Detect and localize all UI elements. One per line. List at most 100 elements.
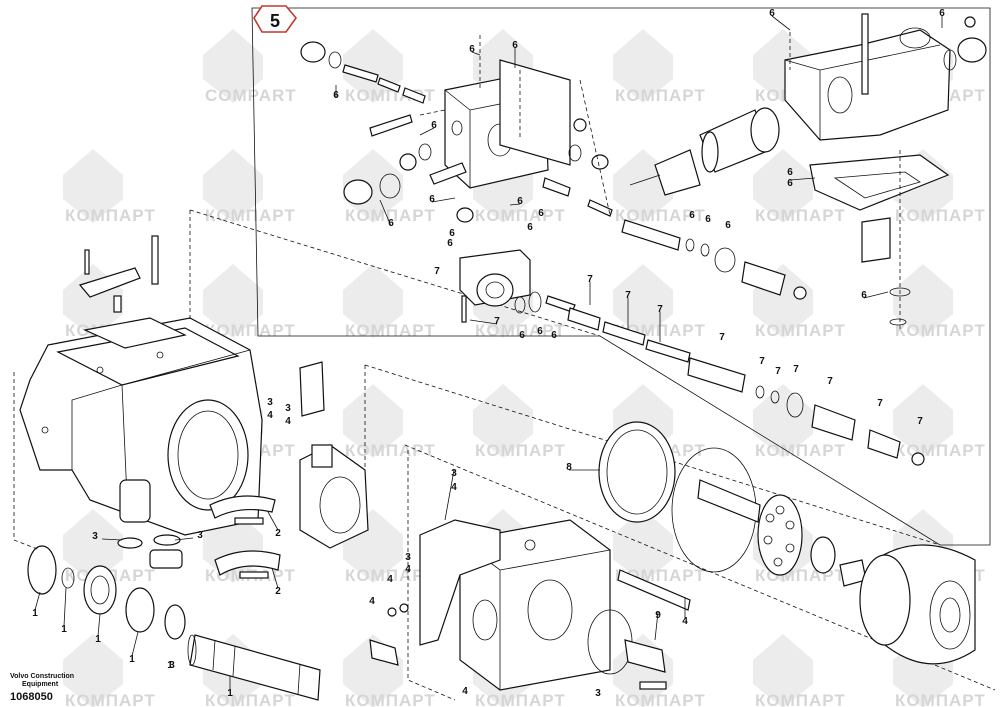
callout-number: 4	[285, 416, 291, 427]
gasket-plate	[299, 361, 325, 417]
callout-number: 3	[451, 468, 457, 479]
callout-number: 4	[267, 410, 273, 421]
watermark-text: КОМПАРТ	[205, 321, 296, 340]
watermark-logo	[753, 634, 813, 707]
callout-number: 6	[537, 326, 543, 337]
callout-number: 6	[861, 290, 867, 301]
callout-number: 3	[267, 397, 273, 408]
port-block	[459, 519, 611, 691]
watermark-text: КОМПАРТ	[615, 691, 706, 707]
pin	[113, 295, 122, 313]
callout-number: 7	[793, 364, 799, 375]
callout-number: 4	[405, 564, 411, 575]
ring-8	[598, 421, 676, 523]
callout-number: 4	[387, 574, 393, 585]
callout-number: 6	[939, 8, 945, 19]
leader-line	[509, 203, 521, 206]
watermark-text: КОМПАРТ	[475, 206, 566, 225]
bearing-shell-lower	[214, 550, 281, 576]
callout-leaders	[34, 15, 943, 690]
watermark-text: КОМПАРТ	[755, 441, 846, 460]
watermark-logo	[203, 29, 263, 103]
ball-guide	[810, 536, 836, 574]
watermark-logo	[63, 634, 123, 707]
watermark-logo	[893, 264, 953, 338]
leader-line	[863, 291, 889, 299]
callout-number: 7	[917, 416, 923, 427]
guide-line	[189, 209, 601, 337]
watermark-text: КОМПАРТ	[755, 321, 846, 340]
callout-number: 6	[538, 208, 544, 219]
cylinder-block	[859, 544, 976, 665]
watermark-text: КОМПАРТ	[345, 691, 436, 707]
callout-number: 6	[333, 90, 339, 101]
callout-number: 3	[595, 688, 601, 699]
callout-number: 4	[462, 686, 468, 697]
watermark-text: КОМПАРТ	[345, 206, 436, 225]
leader-line	[771, 15, 791, 31]
callout-number: 1	[95, 634, 101, 645]
leader-line	[271, 567, 279, 589]
callout-number: 6	[725, 220, 731, 231]
callout-number: 7	[759, 356, 765, 367]
servo-gasket	[809, 154, 950, 211]
callout-number: 7	[625, 290, 631, 301]
image-number: 1068050	[10, 691, 53, 703]
watermark-text: КОМПАРТ	[205, 691, 296, 707]
leader-line	[34, 591, 41, 611]
watermark-logo	[613, 29, 673, 103]
callout-number: 6	[431, 120, 437, 131]
watermark-text: КОМПАРТ	[205, 206, 296, 225]
callout-number: 2	[275, 528, 281, 539]
callout-number: 7	[719, 332, 725, 343]
top-bracket	[78, 267, 141, 298]
callout-number: 4	[369, 596, 375, 607]
callout-number: 6	[769, 8, 775, 19]
watermark-text: КОМПАРТ	[475, 691, 566, 707]
leader-line	[789, 177, 816, 181]
control-block-lower	[459, 249, 531, 307]
watermark-text: КОМПАРТ	[65, 206, 156, 225]
retainer-plate	[757, 494, 803, 576]
callout-number: 3	[92, 531, 98, 542]
bearing-shell-upper	[209, 495, 276, 519]
pin-b	[239, 571, 269, 579]
callout-number: 6	[787, 167, 793, 178]
long-bolt	[151, 235, 159, 285]
watermark-logo	[63, 149, 123, 223]
callout-number: 7	[775, 366, 781, 377]
brand-line-1: Volvo Construction	[10, 673, 74, 680]
watermark-text: КОМПАРТ	[615, 86, 706, 105]
watermark-logo	[63, 509, 123, 583]
section-badge-label: 5	[270, 11, 280, 31]
watermark-logo	[753, 149, 813, 223]
callout-number: 4	[451, 482, 457, 493]
callout-number: 6	[705, 214, 711, 225]
leader-line	[654, 611, 659, 641]
watermark-logo	[203, 149, 263, 223]
callout-number: 7	[494, 316, 500, 327]
leader-line	[101, 538, 123, 541]
callout-number: 6	[517, 196, 523, 207]
watermark-text: COMPART	[205, 86, 297, 105]
leader-line	[444, 469, 455, 521]
servo-housing	[784, 13, 951, 141]
pin-a	[234, 517, 264, 525]
watermark-text: КОМПАРТ	[755, 691, 846, 707]
callout-number: 4	[682, 616, 688, 627]
pump-housing	[19, 317, 263, 536]
cradle	[299, 444, 369, 549]
watermark-logo	[893, 384, 953, 458]
watermark-layer: COMPART КОМПАРТ КОМПАРТ КОМПАРТ КОМПАРТ КОМПА…	[63, 29, 985, 707]
callout-number: 3	[405, 552, 411, 563]
callout-number: 6	[429, 194, 435, 205]
watermark-text: КОМПАРТ	[345, 566, 436, 585]
section-badge: 5	[253, 5, 298, 33]
drive-shaft-group	[27, 545, 321, 701]
callout-number: 1	[227, 688, 233, 699]
brand-line-2: Equipment	[22, 681, 59, 688]
callout-number: 6	[527, 222, 533, 233]
callout-number: 9	[655, 610, 661, 621]
long-screw	[617, 569, 691, 611]
